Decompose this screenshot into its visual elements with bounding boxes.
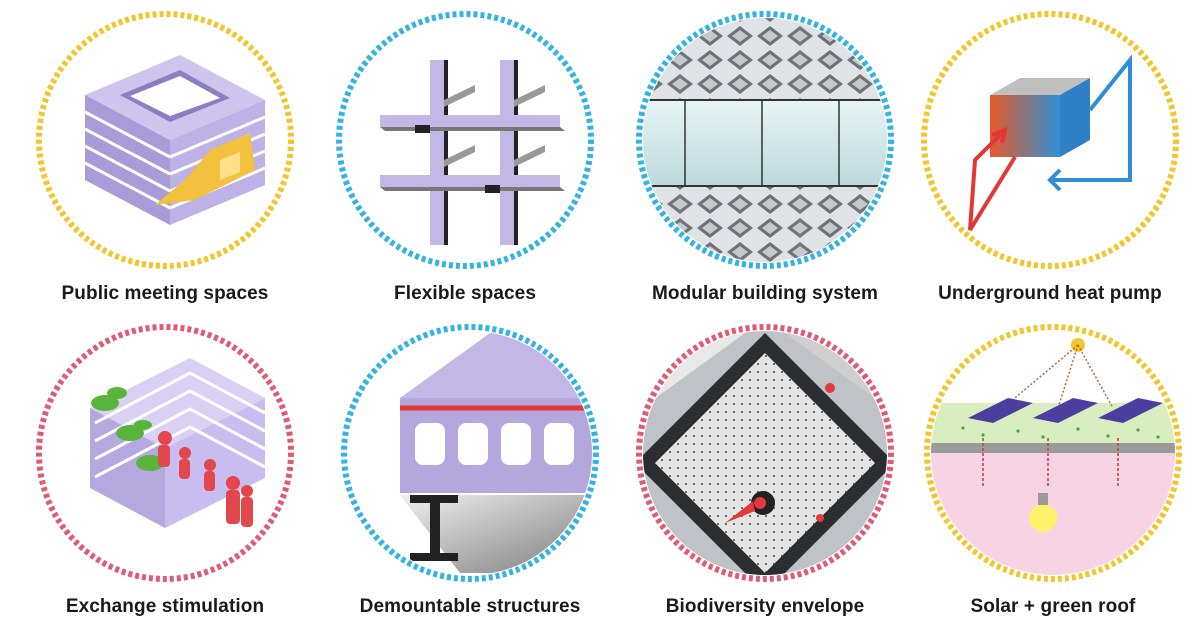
caption-flexible-spaces: Flexible spaces: [394, 283, 536, 304]
facade-panel-icon: [636, 11, 894, 269]
solar-roof-icon: [924, 324, 1182, 582]
stairs-people-icon: [36, 324, 294, 582]
tile-modular-building-system: Modular building system: [615, 0, 915, 313]
tile-demountable-structures: Demountable structures: [320, 313, 620, 626]
tile-public-meeting-spaces: Public meeting spaces: [15, 0, 315, 313]
caption-demountable-structures: Demountable structures: [359, 596, 581, 617]
caption-modular-building-system: Modular building system: [651, 283, 879, 304]
caption-biodiversity-envelope: Biodiversity envelope: [665, 596, 865, 617]
bird-habitat-icon: [636, 324, 894, 582]
building-block-icon: [36, 11, 294, 269]
grid-frame-icon: [336, 11, 594, 269]
tile-exchange-stimulation: Exchange stimulation: [15, 313, 315, 626]
tile-flexible-spaces: Flexible spaces: [315, 0, 615, 313]
caption-underground-heat-pump: Underground heat pump: [938, 283, 1162, 304]
tile-biodiversity-envelope: Biodiversity envelope: [615, 313, 915, 626]
tile-underground-heat-pump: Underground heat pump: [900, 0, 1200, 313]
caption-exchange-stimulation: Exchange stimulation: [65, 596, 265, 617]
caption-public-meeting-spaces: Public meeting spaces: [61, 283, 269, 304]
tile-solar-green-roof: Solar + green roof: [903, 313, 1200, 626]
beam-section-icon: [341, 324, 599, 582]
heat-pump-icon: [921, 11, 1179, 269]
caption-solar-green-roof: Solar + green roof: [970, 596, 1136, 617]
